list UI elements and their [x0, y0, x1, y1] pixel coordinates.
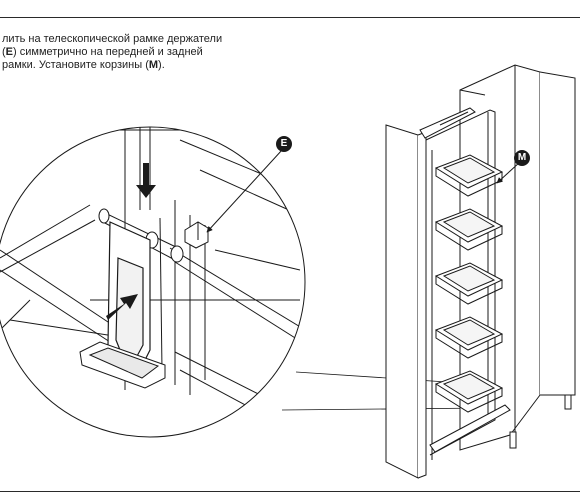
basket-3 — [434, 262, 504, 305]
basket-4 — [434, 316, 504, 359]
instruction-line-2: (E) симметрично на передней и задней — [2, 46, 203, 59]
insert-arrow-icon — [106, 294, 138, 320]
instruction-text: лить на телескопической рамке держатели … — [2, 33, 302, 73]
top-hook — [138, 111, 150, 115]
callout-basket-m: M — [514, 150, 530, 166]
bottom-rule — [0, 491, 580, 492]
holder-leader-line — [206, 149, 283, 233]
callout-holder-e: E — [276, 136, 292, 152]
base-foot — [79, 341, 166, 389]
detail-magnifier — [0, 111, 306, 438]
basket-5 — [434, 370, 504, 413]
cabinet-leg-back — [564, 394, 572, 410]
pullout-frame — [425, 109, 496, 456]
instruction-line-1: лить на телескопической рамке держатели — [2, 33, 223, 45]
down-arrow-icon — [136, 163, 156, 198]
bottom-rail — [429, 404, 511, 453]
main-rod — [169, 247, 305, 437]
basket-2 — [434, 208, 504, 251]
instruction-line-3: рамки. Установите корзины (M). — [2, 59, 165, 72]
cabinet-leg-front — [509, 431, 517, 449]
detail-circle — [0, 126, 306, 438]
basket-leader-line — [496, 161, 521, 184]
holder-ref: E — [5, 46, 14, 59]
basket-1 — [434, 154, 504, 197]
basket-ref: M — [148, 59, 159, 72]
post-clip — [184, 221, 209, 249]
door-panel — [385, 124, 419, 479]
baskets — [434, 154, 504, 413]
left-rod — [0, 249, 121, 343]
top-rule — [0, 17, 580, 18]
